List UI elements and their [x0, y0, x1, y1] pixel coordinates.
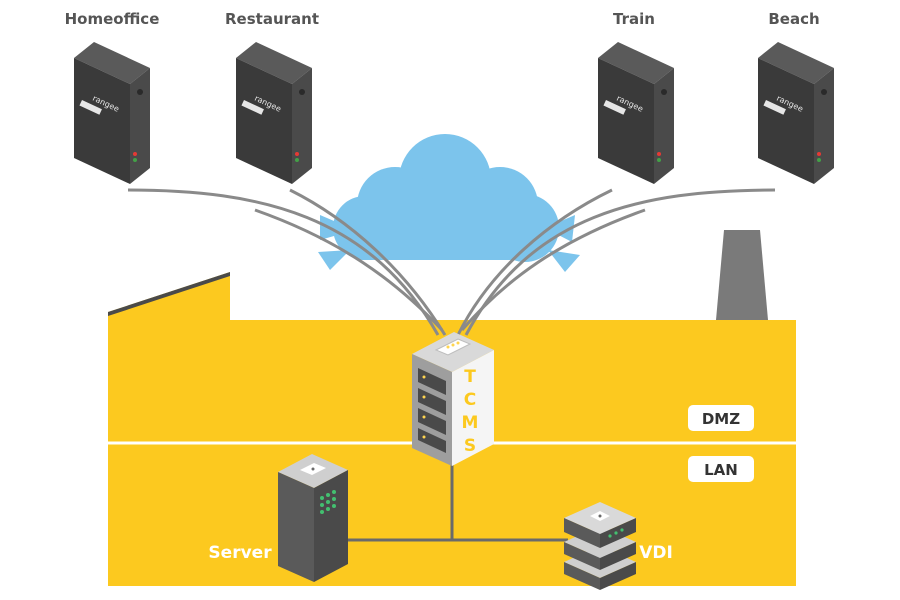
site-label-train: Train	[613, 10, 655, 28]
site-label-restaurant: Restaurant	[225, 10, 319, 28]
device-beach	[758, 42, 834, 184]
vdi-icon	[564, 502, 636, 590]
device-train	[598, 42, 674, 184]
zone-label-dmz: DMZ	[702, 410, 740, 428]
zone-badge-dmz: DMZ	[688, 405, 754, 431]
tcms-letter: S	[464, 436, 476, 456]
brand-logo-icon	[241, 100, 264, 115]
site-label-homeoffice: Homeoffice	[65, 10, 160, 28]
tcms-letter: M	[462, 413, 479, 433]
device-restaurant	[236, 42, 312, 184]
cable-restaurant	[289, 188, 447, 336]
cable-homeoffice	[127, 188, 440, 336]
cloud-icon	[318, 134, 580, 272]
device-homeoffice	[74, 42, 150, 184]
cable-beach	[464, 188, 776, 336]
site-label-beach: Beach	[768, 10, 819, 28]
tcms-letter: C	[464, 390, 476, 410]
chimney	[716, 230, 768, 320]
brand-logo-icon	[763, 100, 786, 115]
tcms-server	[412, 332, 494, 466]
building-roof-edge	[108, 272, 230, 316]
zone-badge-lan: LAN	[688, 456, 754, 482]
brand-logo-icon	[603, 100, 626, 115]
server-label: Server	[208, 543, 272, 563]
cable-train	[456, 188, 613, 336]
vdi-label: VDI	[639, 543, 673, 563]
brand-logo-icon	[79, 100, 102, 115]
zone-label-lan: LAN	[704, 461, 738, 479]
server-icon	[278, 454, 348, 582]
remote-devices	[74, 42, 834, 184]
wan-cables	[127, 188, 776, 336]
lan-cables	[348, 460, 568, 542]
tcms-letter: T	[464, 367, 476, 387]
